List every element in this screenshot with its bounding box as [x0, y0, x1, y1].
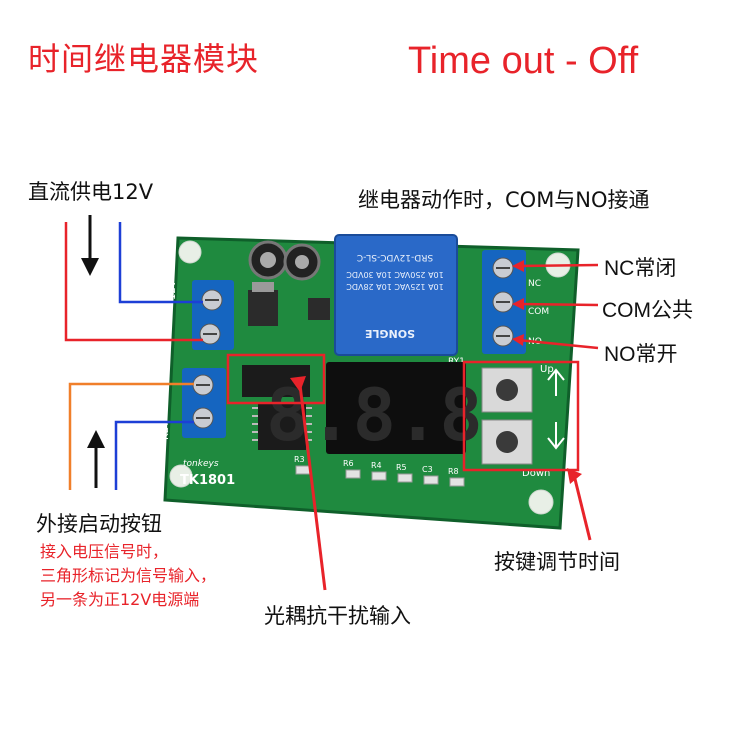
title-chinese: 时间继电器模块	[28, 40, 260, 78]
signal-note-line: 三角形标记为信号输入，	[40, 566, 217, 585]
wire-orange	[68, 382, 194, 490]
external-button-label: 外接启动按钮	[36, 512, 162, 536]
resistor-label: R4	[371, 461, 382, 470]
relay-brand-text: SONGLE	[365, 327, 415, 340]
title-english: Time out - Off	[408, 40, 639, 82]
brand-text: tonkeys	[183, 459, 219, 469]
btn-up-label: Up	[540, 364, 554, 375]
signal-note-line: 接入电压信号时，	[40, 542, 169, 561]
relay-rating-2: 10A 125VAC 10A 28VDC	[346, 282, 444, 291]
pin-power-label: 12V	[167, 280, 178, 300]
nc-label: NC常闭	[604, 257, 677, 280]
arrow-icon	[567, 468, 582, 484]
relay-note-label: 继电器动作时，COM与NO接通	[358, 188, 650, 212]
arrow-icon	[512, 260, 524, 272]
resistor-label: R6	[343, 459, 354, 468]
mount-hole-icon	[169, 464, 193, 488]
buttons-highlight	[462, 360, 580, 472]
no-label: NO常开	[604, 343, 678, 366]
wire-red	[64, 222, 203, 342]
buttons-adjust-label: 按键调节时间	[494, 550, 620, 574]
mount-hole-icon	[528, 489, 554, 515]
arrow-up-icon	[87, 430, 105, 448]
btn-down-label: Down	[522, 468, 550, 479]
pin-com-label: COM	[528, 307, 549, 317]
relay-rating-1: 10A 250VAC 10A 30VDC	[346, 270, 444, 279]
pin-nc-label: NC	[528, 279, 541, 289]
arrow-icon	[290, 376, 306, 392]
resistor-label: R8	[448, 467, 459, 476]
arrow-icon	[512, 334, 524, 346]
regulator-chip	[248, 290, 278, 326]
arrow-down-icon	[547, 422, 565, 450]
optocoupler-label: 光耦抗干扰输入	[264, 604, 411, 628]
signal-note: 接入电压信号时， 三角形标记为信号输入， 另一条为正12V电源端	[40, 540, 280, 612]
seven-segment-display	[326, 362, 466, 454]
com-label: COM公共	[602, 299, 693, 322]
relay-block	[334, 234, 458, 356]
signal-note-line: 另一条为正12V电源端	[40, 590, 200, 609]
resistor-label: R5	[396, 463, 407, 472]
controller-ic	[258, 402, 306, 450]
wire-blue	[118, 222, 203, 304]
resistor-label: C3	[422, 465, 433, 474]
relay-model-text: SRD-12VDC-SL-C	[357, 252, 433, 262]
optocoupler-highlight	[226, 353, 326, 405]
wire-blue	[114, 420, 194, 490]
resistor-label: R3	[294, 455, 305, 464]
arrow-icon	[512, 298, 524, 310]
transistor-chip	[308, 298, 330, 320]
power-input-label: 直流供电12V	[28, 180, 154, 204]
arrow-up-icon	[547, 368, 565, 396]
mount-hole-icon	[178, 240, 202, 264]
pin-key-label: KEY	[160, 420, 171, 440]
arrow-down-icon	[81, 258, 99, 276]
model-text: TK1801	[180, 473, 235, 488]
